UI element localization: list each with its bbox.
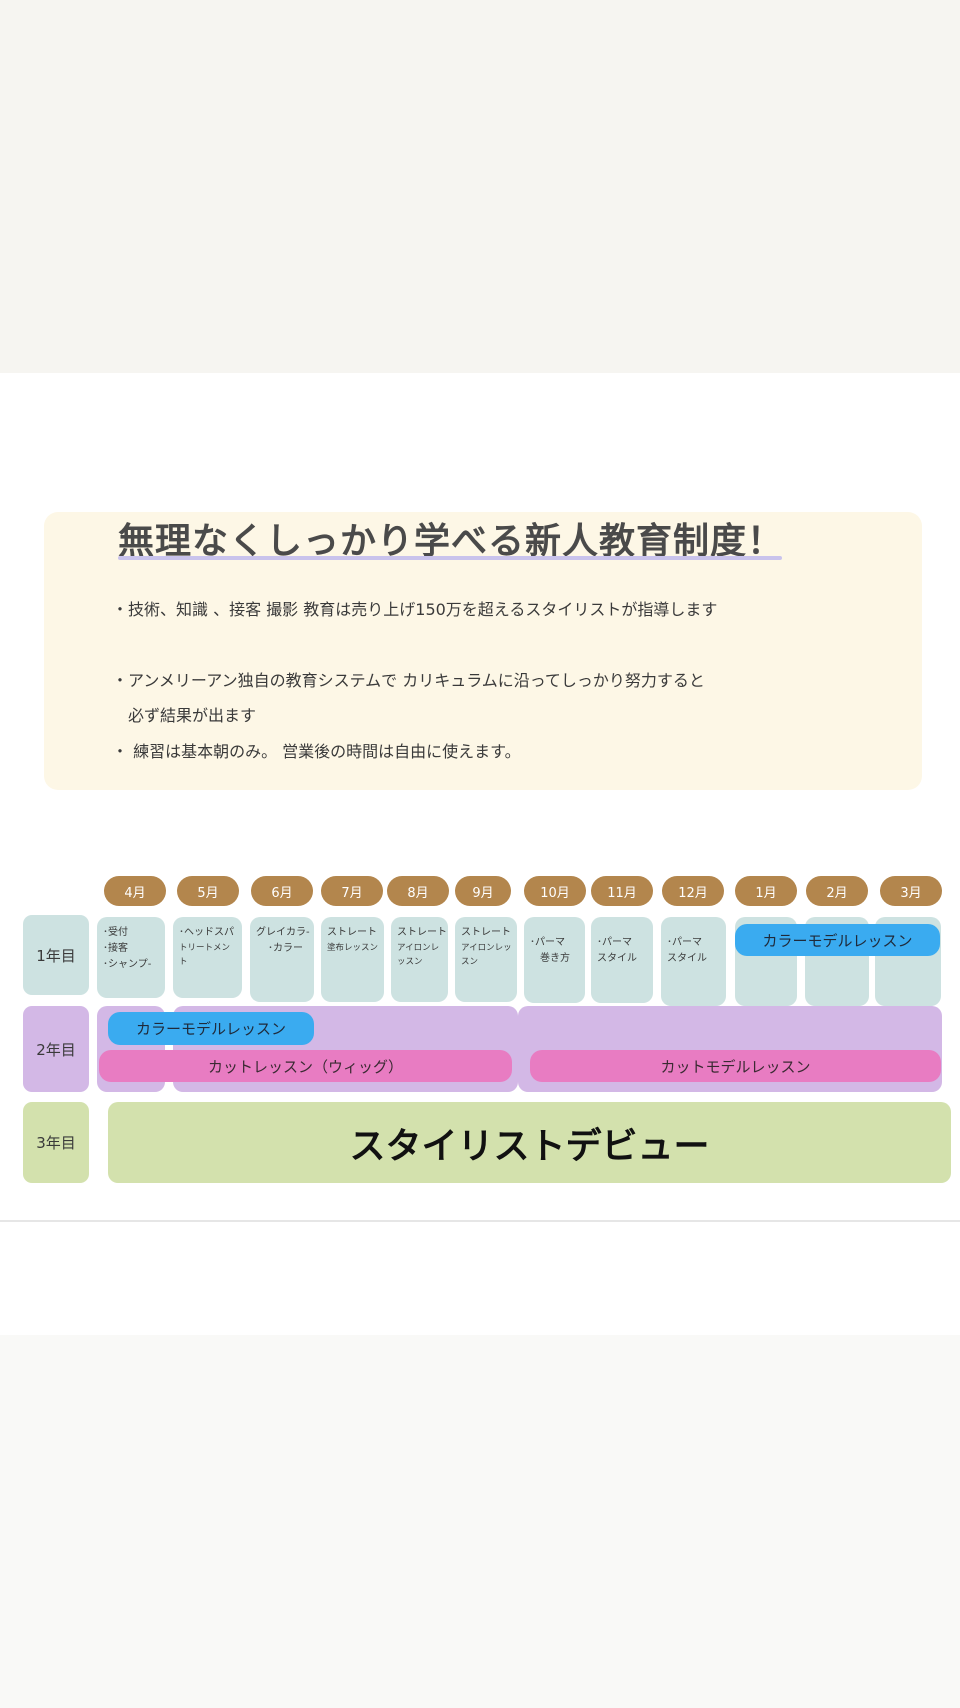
year3-stylist-debut: スタイリストデビュー — [108, 1102, 951, 1183]
cell-line: ･パーマ — [667, 937, 702, 948]
cell-line: ストレート — [397, 927, 447, 938]
year1-cell-aug: ストレート アイロンレッスン — [391, 917, 448, 1002]
cell-line: アイロンレッスン — [397, 943, 440, 967]
year2-cut-model-bar: カットモデルレッスン — [530, 1050, 941, 1082]
year1-cell-jul: ストレート 塗布レッスン — [321, 917, 384, 1002]
cell-line: 塗布レッスン — [327, 943, 379, 953]
month-pill-aug: 8月 — [387, 876, 449, 906]
cell-line: スタイル — [597, 953, 637, 964]
year-label-1: 1年目 — [23, 915, 89, 995]
month-pill-feb: 2月 — [806, 876, 868, 906]
year1-cell-jun: グレイカラ- ･カラー — [250, 917, 314, 1002]
cell-line: ･カラー — [268, 943, 303, 954]
bullet-instructors: ・技術、知識 、接客 撮影 教育は売り上げ150万を超えるスタイリストが指導しま… — [112, 600, 718, 619]
month-pill-oct: 10月 — [524, 876, 586, 906]
cell-line: ･ヘッドスパ — [179, 927, 234, 938]
title-underline — [118, 556, 782, 560]
cell-line: ストレート — [327, 927, 377, 938]
cell-line: ストレート — [461, 927, 511, 938]
month-pill-jan: 1月 — [735, 876, 797, 906]
cell-line: ･パーマ — [530, 937, 565, 948]
cell-line: ･接客 — [103, 943, 128, 954]
bottom-band — [0, 1335, 960, 1708]
month-pill-sep: 9月 — [455, 876, 511, 906]
section-divider — [0, 1220, 960, 1222]
month-pill-dec: 12月 — [662, 876, 724, 906]
year2-cut-wig-bar: カットレッスン（ウィッグ） — [99, 1050, 512, 1082]
cell-line: ･シャンプ- — [103, 959, 152, 970]
year1-cell-dec: ･パーマ スタイル — [661, 917, 726, 1006]
year1-cell-sep: ストレート アイロンレッスン — [455, 917, 517, 1002]
month-pill-apr: 4月 — [104, 876, 166, 906]
cell-line: グレイカラ- — [256, 927, 310, 938]
cell-line: ･パーマ — [597, 937, 632, 948]
bullet-system: ・アンメリーアン独自の教育システムで カリキュラムに沿ってしっかり努力すると — [112, 671, 705, 690]
year-label-3: 3年目 — [23, 1102, 89, 1183]
month-pill-mar: 3月 — [880, 876, 942, 906]
cell-line: トリートメント — [179, 943, 231, 967]
cell-line: アイロンレッスン — [461, 943, 512, 967]
year1-cell-nov: ･パーマ スタイル — [591, 917, 653, 1003]
cell-line: 巻き方 — [540, 953, 570, 964]
cell-line: スタイル — [667, 953, 707, 964]
page-title: 無理なくしっかり学べる新人教育制度！ — [118, 521, 785, 562]
year1-cell-oct: ･パーマ 巻き方 — [524, 917, 585, 1003]
month-pill-jul: 7月 — [321, 876, 383, 906]
bullet-results: 必ず結果が出ます — [112, 706, 257, 725]
top-band — [0, 0, 960, 373]
month-pill-may: 5月 — [177, 876, 239, 906]
bullet-practice: ・ 練習は基本朝のみ。 営業後の時間は自由に使えます。 — [112, 742, 521, 761]
month-pill-jun: 6月 — [251, 876, 313, 906]
year1-cell-apr: ･受付 ･接客 ･シャンプ- — [97, 917, 165, 998]
year2-color-model-bar: カラーモデルレッスン — [108, 1012, 314, 1045]
year1-cell-may: ･ヘッドスパ トリートメント — [173, 917, 242, 998]
month-pill-nov: 11月 — [591, 876, 653, 906]
year1-color-model-bar: カラーモデルレッスン — [735, 924, 940, 956]
cell-line: ･受付 — [103, 927, 128, 938]
year-label-2: 2年目 — [23, 1006, 89, 1092]
